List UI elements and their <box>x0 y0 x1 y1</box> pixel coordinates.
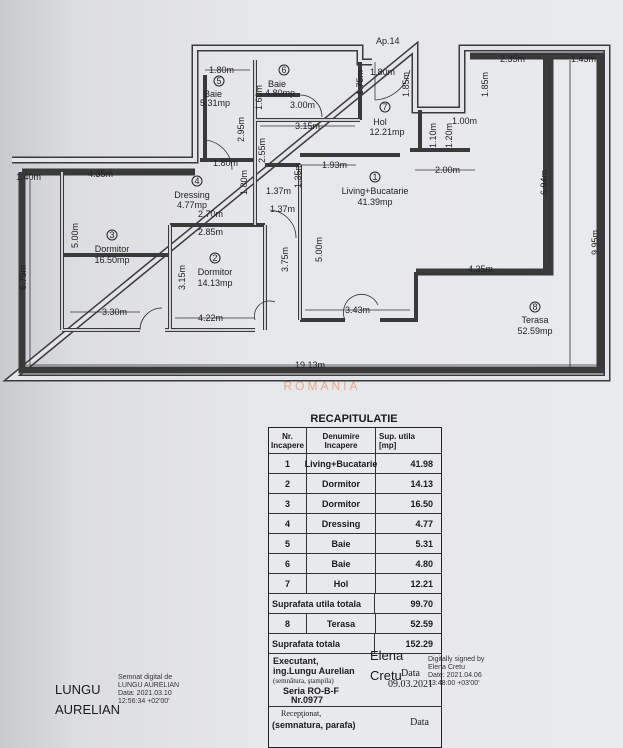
dim-label: 1.00m <box>452 116 477 126</box>
dim-label: 2.00m <box>435 165 460 175</box>
dim-label: 1.35m <box>293 163 303 188</box>
dim-label: 19.13m <box>295 360 325 370</box>
svg-text:6: 6 <box>281 65 286 75</box>
floor-plan: 1.80m 1.80m 1.60m 2.95m 3.00m 1.75m 1.85… <box>2 36 611 393</box>
dim-label: 5.00m <box>70 223 80 248</box>
svg-text:Dressing: Dressing <box>174 190 210 200</box>
receptionat-block: Recepţionat, (semnatura, parafa) Data <box>269 706 441 747</box>
dim-label: 3.00m <box>290 100 315 110</box>
dim-label: 1.80m <box>239 170 249 195</box>
svg-text:16.50mp: 16.50mp <box>94 255 129 265</box>
svg-text:Dormitor: Dormitor <box>95 244 130 254</box>
dim-label: 5.00m <box>314 237 324 262</box>
dim-label: 1.60m <box>254 85 264 110</box>
walls <box>2 40 611 382</box>
dim-label: 1.85m <box>401 72 411 97</box>
dim-label: 3.30m <box>102 307 127 317</box>
dim-label: 2.95m <box>236 117 246 142</box>
svg-text:5.31mp: 5.31mp <box>200 98 230 108</box>
executant-block: Executant, ing.Lungu Aurelian (semnătura… <box>269 653 441 706</box>
svg-text:7: 7 <box>382 102 387 112</box>
table-header: Nr. Incapere Denumire Incapere Sup. util… <box>269 428 441 453</box>
dim-label: 4.35m <box>88 169 113 179</box>
dim-label: 3.75m <box>280 247 290 272</box>
dim-label: 4.35m <box>468 264 493 274</box>
signature-aurelian: AURELIAN <box>55 702 121 717</box>
svg-text:5: 5 <box>216 76 221 86</box>
summary-table: Nr. Incapere Denumire Incapere Sup. util… <box>268 427 442 748</box>
svg-text:41.39mp: 41.39mp <box>357 197 392 207</box>
signature-elena: Elena <box>370 648 404 663</box>
dim-label: 1.10m <box>428 123 438 148</box>
watermark: ROMANIA <box>283 379 360 393</box>
dim-label: 2.35m <box>500 54 525 64</box>
dim-label: 1.93m <box>322 160 347 170</box>
svg-text:Living+Bucatarie: Living+Bucatarie <box>342 186 409 196</box>
svg-text:Hol: Hol <box>373 117 387 127</box>
svg-text:Terasa: Terasa <box>521 315 548 325</box>
svg-text:52.59mp: 52.59mp <box>517 326 552 336</box>
svg-text:4.80mp: 4.80mp <box>265 88 295 98</box>
svg-text:12.21mp: 12.21mp <box>369 127 404 137</box>
table-title: RECAPITULATIE <box>310 413 398 425</box>
dim-label: 6.75m <box>18 265 28 290</box>
dim-label: 1.43m <box>571 54 596 64</box>
dim-label: 6.94m <box>539 170 549 195</box>
signature-lungu: LUNGU <box>55 682 101 697</box>
svg-text:2: 2 <box>212 253 217 263</box>
dim-label: 3.15m <box>177 265 187 290</box>
dim-label: 1.37m <box>270 204 295 214</box>
doors <box>139 62 411 331</box>
svg-text:Baie: Baie <box>204 89 222 99</box>
dim-label: 1.20m <box>444 123 454 148</box>
svg-text:4.77mp: 4.77mp <box>177 200 207 210</box>
svg-text:4: 4 <box>194 176 199 186</box>
signature-cretu: Cretu <box>370 668 402 683</box>
svg-text:Baie: Baie <box>268 79 286 89</box>
dim-label: 1.75m <box>355 70 365 95</box>
svg-text:Dormitor: Dormitor <box>198 267 233 277</box>
dim-label: 3.15m <box>295 121 320 131</box>
dim-label: 2.85m <box>198 227 223 237</box>
dim-label: 3.43m <box>345 305 370 315</box>
svg-text:14.13mp: 14.13mp <box>197 278 232 288</box>
apartment-label: Ap.14 <box>376 36 400 46</box>
dim-label: 1.80m <box>209 65 234 75</box>
svg-text:3: 3 <box>109 230 114 240</box>
dimension-lines <box>20 58 600 370</box>
svg-text:1: 1 <box>372 172 377 182</box>
dim-label: 2.70m <box>198 209 223 219</box>
dimension-labels: 1.80m 1.80m 1.60m 2.95m 3.00m 1.75m 1.85… <box>16 54 600 370</box>
dim-label: 1.80m <box>370 67 395 77</box>
dim-label: 2.55m <box>257 138 267 163</box>
dim-label: 1.37m <box>266 186 291 196</box>
svg-text:8: 8 <box>532 302 537 312</box>
dim-label: 1.85m <box>480 72 490 97</box>
dim-label: 1.40m <box>16 172 41 182</box>
dim-label: 4.22m <box>198 313 223 323</box>
dim-label: 1.80m <box>213 158 238 168</box>
dim-label: 9.95m <box>590 230 600 255</box>
